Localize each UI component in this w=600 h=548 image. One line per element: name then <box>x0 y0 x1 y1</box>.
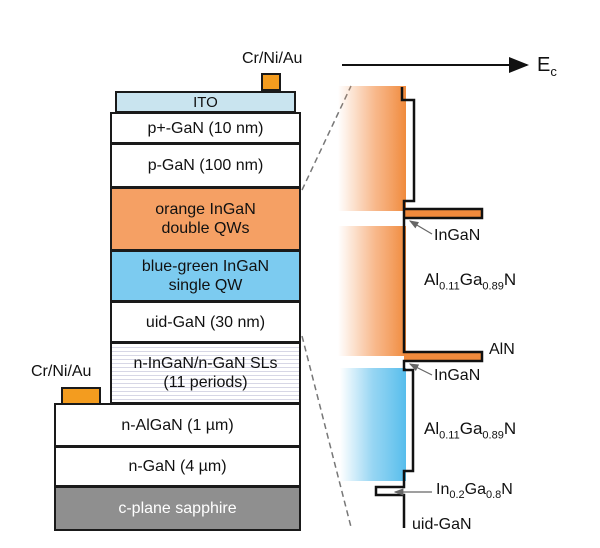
ingan-3-a: In <box>436 481 450 498</box>
n-algan-label: n-AlGaN (1 µm) <box>121 416 234 434</box>
uid-gan-label: uid-GaN (30 nm) <box>145 313 266 331</box>
ec-axis-main: E <box>537 54 551 76</box>
n-gan-layer: n-GaN (4 µm) <box>54 446 301 487</box>
algan-2-a-sub: 0.11 <box>439 429 460 442</box>
orange-barrier-region <box>338 226 406 356</box>
ingan-3-b: Ga <box>464 481 486 498</box>
orange-well-fill-1 <box>404 209 482 218</box>
ec-axis-sub: c <box>550 64 557 79</box>
orange-well-fill-2 <box>404 352 482 361</box>
ito-label: ITO <box>193 93 218 111</box>
algan-1-b-sub: 0.89 <box>482 280 504 293</box>
top-contact-label: Cr/Ni/Au <box>242 50 303 67</box>
sapphire-layer: c-plane sapphire <box>54 486 301 531</box>
p-gan-label: p-GaN (100 nm) <box>147 157 264 174</box>
orange-qw-label-line1: orange InGaN <box>155 201 256 218</box>
ito-layer: ITO <box>115 91 296 113</box>
aln-label: AlN <box>489 341 515 358</box>
uid-gan-layer: uid-GaN (30 nm) <box>110 301 301 343</box>
orange-qw-label-line2: double QWs <box>161 220 250 237</box>
algan-2-b: Ga <box>459 419 483 438</box>
sls-label-line1: n-InGaN/n-GaN SLs <box>133 355 278 372</box>
ingan-3-label: In0.2Ga0.8N <box>436 481 513 501</box>
sls-layer: n-InGaN/n-GaN SLs (11 periods) <box>110 342 301 404</box>
ingan-1-label: InGaN <box>434 227 481 244</box>
projection-line-bottom <box>301 335 352 528</box>
n-gan-label: n-GaN (4 µm) <box>128 458 227 475</box>
ingan-3-c: N <box>501 481 513 498</box>
blue-qw-label-line2: single QW <box>168 277 243 294</box>
algan-2-b-sub: 0.89 <box>482 429 504 442</box>
algan-1-a: Al <box>424 270 440 289</box>
conduction-band-line <box>374 87 484 528</box>
sls-label-line2: (11 periods) <box>163 374 248 391</box>
algan-1-b: Ga <box>459 270 483 289</box>
ingan-3-a-sub: 0.2 <box>449 489 465 502</box>
p-gan-layer: p-GaN (100 nm) <box>110 143 301 188</box>
side-contact-label: Cr/Ni/Au <box>31 363 92 380</box>
blue-region <box>340 368 406 481</box>
ingan-2-label: InGaN <box>434 367 481 384</box>
top-contact-pad <box>261 73 281 91</box>
sapphire-label: c-plane sapphire <box>118 500 237 517</box>
n-algan-layer: n-AlGaN (1 µm) <box>54 403 301 447</box>
ingan-2-pointer <box>408 363 433 376</box>
orange-qw-layer: orange InGaN double QWs <box>110 187 301 251</box>
p-plus-gan-label: p+-GaN (10 nm) <box>147 119 264 137</box>
orange-qw-region <box>338 86 406 211</box>
ec-axis-label: Ec <box>537 54 557 79</box>
blue-qw-layer: blue-green InGaN single QW <box>110 250 301 302</box>
ingan-1-pointer <box>408 220 433 235</box>
uid-gan-band-label: uid-GaN <box>412 516 472 533</box>
algan-1-label: Al0.11Ga0.89N <box>424 270 516 292</box>
p-plus-gan-layer: p+-GaN (10 nm) <box>110 112 301 144</box>
algan-2-c: N <box>503 419 517 438</box>
ingan-3-b-sub: 0.8 <box>485 489 502 502</box>
algan-2-label: Al0.11Ga0.89N <box>424 419 516 441</box>
algan-1-a-sub: 0.11 <box>439 280 460 293</box>
algan-1-c: N <box>503 270 517 289</box>
blue-qw-label-line1: blue-green InGaN <box>141 258 270 275</box>
algan-2-a: Al <box>424 419 440 438</box>
